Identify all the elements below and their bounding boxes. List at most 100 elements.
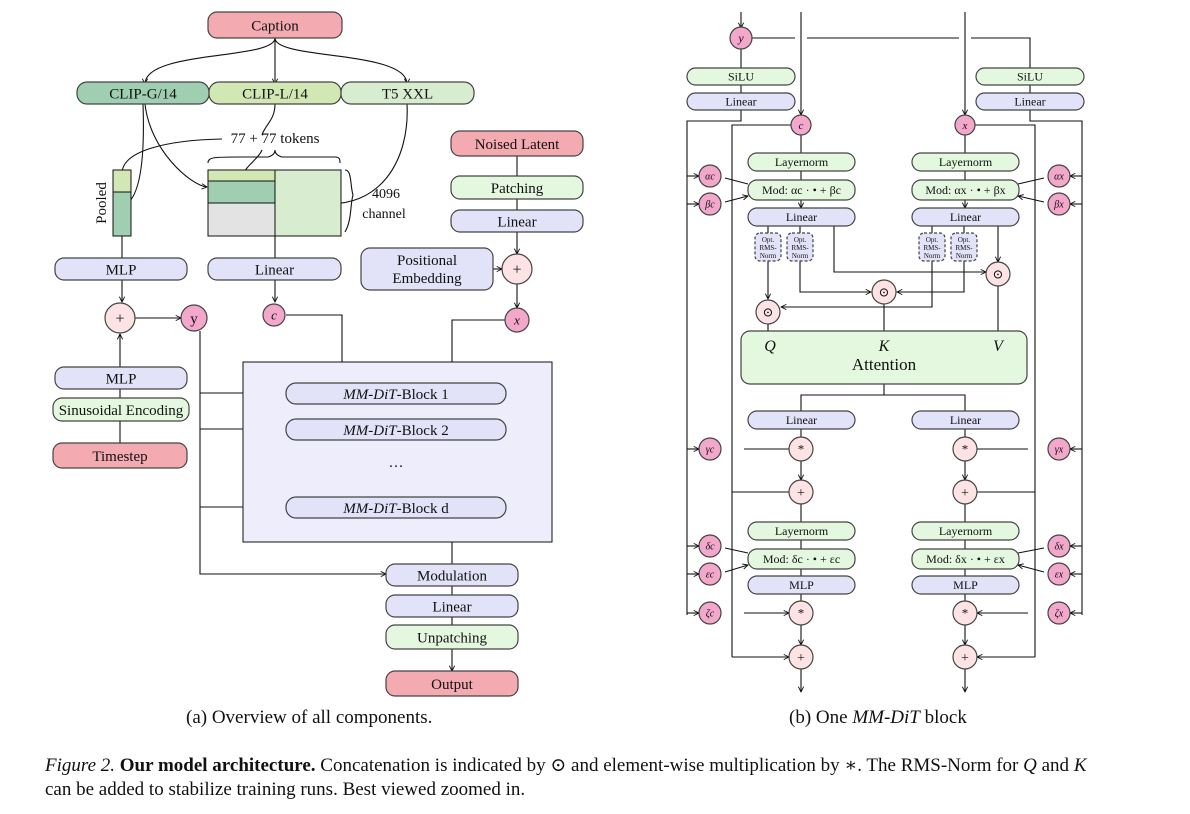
x-node-b-shape [954,114,976,136]
param-εc: εc [698,562,722,586]
linear-qkv-x-label: Linear [950,210,981,224]
figure-caption-line-2: can be added to stabilize training runs.… [45,779,526,800]
y-node-a: y [180,304,208,332]
mm-dit-block-1: MM-DiT-Block 1 [285,382,507,405]
layernorm2-x-shape [911,521,1020,541]
c-residual [731,124,791,657]
linear-attn-out-c: Linear [747,410,856,430]
concat-q-label: ⊙ [763,305,774,320]
timestep-box: Timestep [52,442,188,469]
mod1-x-shape [911,179,1020,201]
linear-mod-x-label: Linear [1014,95,1045,109]
positional-embedding-label-1: Positional [397,253,457,269]
pooled-clipl-segment [112,169,132,193]
linear-attn-out-x-shape [911,410,1020,430]
silu-c-label: SiLU [728,70,754,84]
mult-gate2-c-shape [788,600,814,626]
encoder-t5-xxl-label: T5 XXL [382,86,433,102]
patching-box-label: Patching [491,181,544,197]
param-γc-label: γc [706,445,715,456]
query-label: Q [764,338,776,355]
alpha-beta-x [1018,177,1045,202]
c-node-b-label: c [799,120,804,132]
layernorm1-c-shape [747,152,856,172]
sinusoidal-encoding-label: Sinusoidal Encoding [59,403,184,419]
sinusoidal-encoding-shape [52,397,190,422]
param-ζc-shape [698,601,722,625]
delta-eps-x [1018,547,1045,573]
param-βc: βc [698,192,722,216]
mult-gate1-x: * [952,436,978,462]
concat-q-shape [755,299,781,325]
rms-norm-c-q: Opt.RMS-Norm [754,232,782,262]
add-residual1-x: + [952,479,978,505]
linear-latent-label: Linear [497,214,536,230]
mlp-pooled-shape [54,257,188,281]
rms-norm-x-k: Opt.RMS-Norm [950,232,978,262]
x-node-b-label: x [962,120,968,132]
mlp-timestep-label: MLP [106,371,137,387]
layernorm1-x-shape [911,152,1020,172]
subcaption-b: (b) One MM-DiT block [789,707,967,728]
value-label: V [993,338,1005,355]
linear-mod-c-label: Linear [725,95,756,109]
q-x-to-concat [781,261,933,307]
mult-gate1-x-label: * [962,442,969,457]
mult-gate2-c-label: * [798,606,805,621]
mm-dit-block-label: MM-DiT-Block 1 [342,387,448,403]
mod2-x: Mod: δx · • + εx [911,548,1020,570]
mm-dit-block-label: MM-DiT-Block 2 [342,423,448,439]
param-ζx-label: ζx [1055,609,1064,620]
layernorm2-c-shape [747,521,856,541]
unpatching-box-shape [385,624,519,650]
silu-to-linear [740,85,1031,93]
mult-gate2-c: * [788,600,814,626]
linear-qkv-c-label: Linear [786,210,817,224]
unpatching-box-label: Unpatching [417,630,487,646]
residual-x-add [977,491,1035,657]
rms-norm-label: Opt. [794,236,807,244]
positional-embedding-box-shape [360,247,494,291]
noised-latent-box-shape [450,130,584,157]
k-x-to-concat [897,261,965,292]
x-node-a-shape [504,307,530,333]
modulation-box-shape [385,563,519,587]
layernorm2-x-label: Layernorm [939,524,993,538]
patching-box-shape [450,175,584,200]
figure-label: Figure 2. [45,755,116,776]
concat-v: ⊙ [985,261,1011,287]
param-δc: δc [698,534,722,558]
rms-norm-c-k-shape [786,232,814,262]
x-node-a: x [504,307,530,333]
encoder-t5-xxl-shape [340,81,475,105]
concat-k: ⊙ [871,279,897,305]
rms-norm-x-q: Opt.RMS-Norm [918,232,946,262]
mlp-x-shape [911,575,1020,595]
param-βx-shape [1047,192,1071,216]
channel-brace [344,169,354,233]
figure-caption-line-1: Figure 2. Our model architecture. Concat… [45,755,1087,776]
add-residual2-c-label: + [797,651,805,666]
mlp-x: MLP [911,575,1020,595]
param-γx-label: γx [1055,445,1064,456]
linear-out-box-shape [385,594,519,618]
add-residual1-x-label: + [961,486,969,501]
mod2-c-label: Mod: δc · • + εc [763,552,840,566]
output-box-shape [385,670,519,697]
mult-gate1-x-shape [952,436,978,462]
caption-to-t5 [274,37,407,84]
linear-context-label: Linear [255,262,294,278]
add-residual2-x: + [952,644,978,670]
param-ζc: ζc [698,601,722,625]
mm-dit-block-3-shape [285,496,507,519]
linear-qkv-c: Linear [747,207,856,227]
alpha-beta-c [724,177,748,202]
linear-mod-x-shape [975,92,1085,111]
mod-bus-c [686,110,742,615]
concat-v-shape [985,261,1011,287]
add-residual1-c-label: + [797,486,805,501]
encoder-clip-l: CLIP-L/14 [208,81,342,105]
linear-qkv-c-shape [747,207,856,227]
tokens-label: 77 + 77 tokens [231,131,320,147]
rms-norm-label: Opt. [958,236,971,244]
